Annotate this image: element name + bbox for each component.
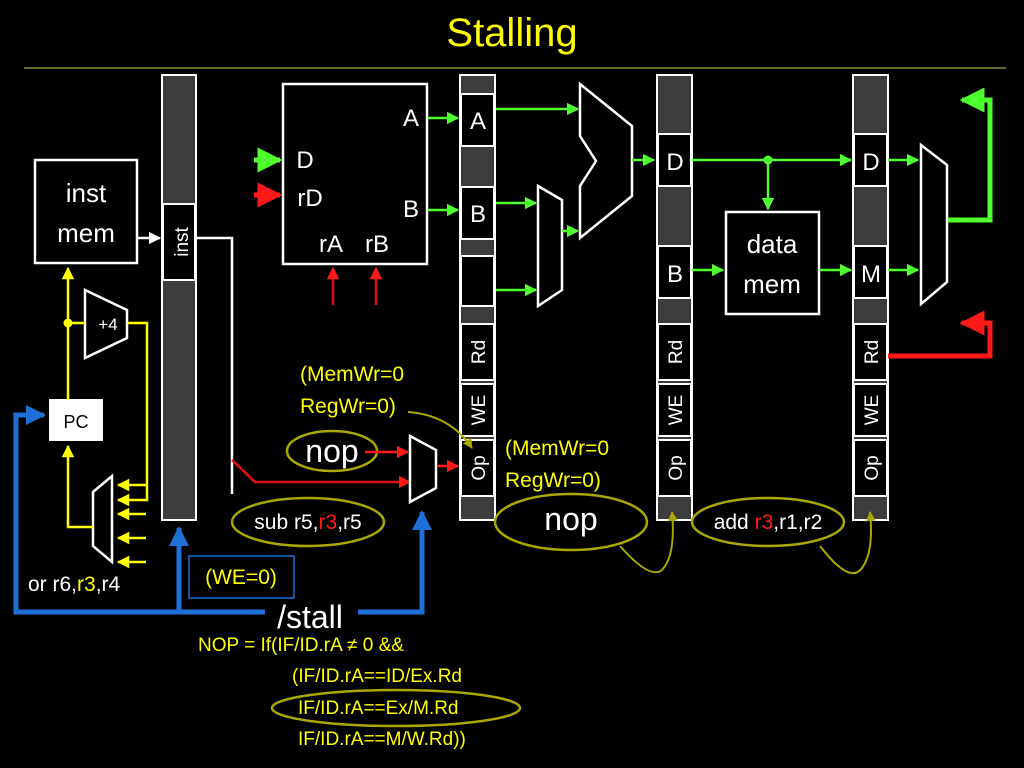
instr-id-ellipse (230, 496, 386, 548)
instr-if-reg: r3 (77, 573, 96, 596)
id-ex-b-field (460, 186, 495, 240)
if-id-inst-label: inst (172, 227, 193, 257)
mem-wb-d-field (853, 133, 888, 187)
pc-mux (91, 473, 114, 565)
id-ex-we-label: WE (469, 395, 490, 426)
nop-2-ellipse (493, 492, 649, 552)
id-ex-a-label: A (470, 108, 486, 135)
instr-mem-label: add r3,r1,r2 (714, 511, 823, 534)
data-mem-label-1: data (747, 229, 798, 259)
wb-wiring (888, 153, 920, 277)
register-file (281, 82, 429, 266)
id-ex-rd-field (460, 323, 495, 381)
mem-wb-we-field (853, 383, 888, 437)
id-ex-we-field (460, 383, 495, 437)
pc-junction (63, 318, 73, 328)
nop-eq-highlight (270, 688, 522, 728)
nop-eq-line3: IF/ID.rA==Ex/M.Rd (298, 698, 458, 719)
wb-mux (919, 142, 949, 307)
wb-d-feedback-arrow (948, 87, 993, 223)
mem-wb-op-field (853, 439, 888, 497)
instr-mem-arrow (819, 511, 876, 574)
rf-rd-label: rD (297, 185, 322, 212)
stall-label: /stall (277, 599, 343, 635)
instr-id-label: sub r5,r3,r5 (254, 511, 361, 534)
nop-2-arrow (619, 511, 678, 574)
id-ex-op-label: Op (469, 455, 490, 480)
rf-b-label: B (403, 196, 419, 223)
ex-mux (536, 183, 564, 309)
nop-1-label: nop (305, 433, 358, 469)
mem-wb-we-label: WE (862, 395, 883, 426)
we-zero-box (188, 555, 295, 599)
ex-wiring (496, 102, 656, 297)
id-ex-a-field (460, 93, 495, 147)
nop-eq-line2: (IF/ID.rA==ID/Ex.Rd (292, 666, 462, 687)
id-ex-blank-field (460, 255, 495, 307)
nop-2-label: nop (544, 501, 597, 537)
pc-wiring (61, 266, 149, 569)
data-mem-label-2: mem (743, 269, 801, 299)
mem-wb-op-label: Op (862, 455, 883, 480)
id-ex-rd-label: Rd (469, 340, 490, 364)
id-ex-b-label: B (470, 201, 486, 228)
we-zero-label: (WE=0) (205, 566, 277, 589)
memwr-regwr-1-arrow (407, 411, 473, 449)
ex-mem-b-field (657, 245, 692, 299)
inst-mem-box (33, 158, 139, 265)
memwr-regwr-2-line1: (MemWr=0 (505, 437, 609, 460)
instr-mem-ellipse (690, 496, 846, 548)
ex-mem-rd-field (657, 323, 692, 381)
rf-rb-label: rB (365, 231, 389, 258)
ex-mem-d-label: D (666, 149, 683, 176)
memwr-regwr-1-line2: RegWr=0) (300, 395, 396, 418)
mem-wb-m-label: M (861, 261, 881, 288)
inst-mem-label-1: inst (66, 178, 107, 208)
ifid-op-red-wire (231, 459, 412, 489)
adder-label: +4 (98, 315, 117, 334)
pc-label: PC (63, 412, 88, 432)
instr-if-label: or r6,r3,r4 (28, 573, 121, 596)
ex-mem-b-label: B (667, 261, 683, 288)
ex-mem-rd-label: Rd (666, 340, 687, 364)
rf-a-label: A (403, 105, 419, 132)
ifid-to-stall-logic (197, 236, 234, 494)
memwr-regwr-1-line1: (MemWr=0 (300, 363, 404, 386)
rf-d-label: D (296, 147, 313, 174)
mem-wb-m-field (853, 245, 888, 299)
instr-id-reg: r3 (319, 511, 338, 534)
nop-eq-line1: NOP = If(IF/ID.rA ≠ 0 && (198, 635, 404, 656)
inst-mem-label-2: mem (57, 218, 115, 248)
ex-mem-we-field (657, 383, 692, 437)
id-ex-op-field (460, 439, 495, 497)
nop-mux (408, 433, 438, 505)
mem-wb-d-label: D (862, 149, 879, 176)
stall-wiring (13, 405, 432, 615)
ex-mem-we-label: WE (666, 395, 687, 426)
mem-junction (763, 155, 773, 165)
memwr-regwr-2-line2: RegWr=0) (505, 469, 601, 492)
mem-wb-rd-label: Rd (862, 340, 883, 364)
data-mem-box (724, 210, 821, 316)
if-id-inst-field (162, 203, 196, 281)
nop-eq-line4: IF/ID.rA==M/W.Rd)) (298, 729, 466, 750)
pc-adder (83, 288, 129, 360)
mem-wb-rd-field (853, 323, 888, 381)
ex-mem-op-label: Op (666, 455, 687, 480)
slide-title: Stalling (446, 11, 577, 55)
alu (578, 81, 634, 241)
ex-mem-op-field (657, 439, 692, 497)
ex-mem-d-field (657, 133, 692, 187)
wb-rd-feedback-arrow (888, 310, 993, 359)
instr-mem-reg: r3 (755, 511, 774, 534)
if-id-register (161, 74, 197, 521)
rf-ra-label: rA (319, 231, 343, 258)
